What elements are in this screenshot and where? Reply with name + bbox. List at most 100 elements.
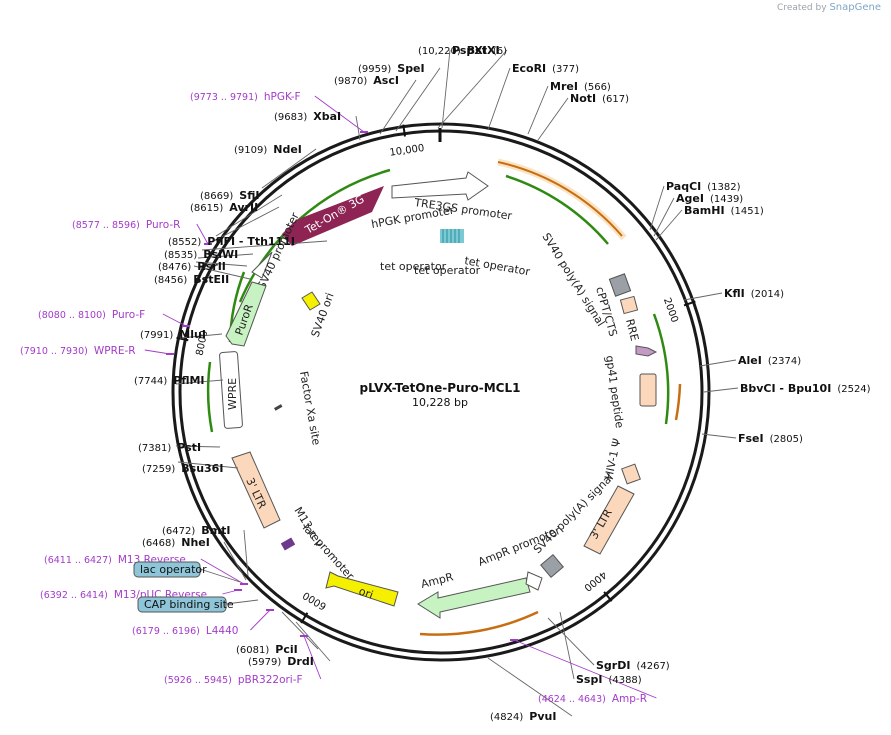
sv40-promoter-arrow[interactable] <box>251 251 273 279</box>
leader-line <box>215 194 283 237</box>
label-leader-lines <box>144 49 739 717</box>
factor-xa-site-label: Factor Xa site <box>297 370 323 446</box>
sv40-ori-box[interactable] <box>301 291 321 311</box>
primer-label[interactable]: (6179 .. 6196)L4440 <box>132 625 238 637</box>
tre3gs-promoter-arrow[interactable] <box>391 171 489 201</box>
ltr-left-box[interactable] <box>231 451 281 529</box>
restriction-site-label[interactable]: MreI(566) <box>550 80 611 93</box>
sv40-promoter-label: SV40 promoter <box>255 210 302 291</box>
restriction-site-label[interactable]: (7259)Bsu36I <box>142 462 223 475</box>
leader-line <box>487 657 573 717</box>
ltr-right-box[interactable] <box>583 485 635 555</box>
leader-line <box>211 206 280 243</box>
tick-mark <box>300 612 309 624</box>
leader-line <box>513 639 657 699</box>
orf-arrow-orange-right[interactable] <box>674 383 682 421</box>
restriction-site-label[interactable]: BamHI(1451) <box>684 204 764 217</box>
restriction-site-label[interactable]: (8476)RsrII <box>158 260 226 273</box>
tet-on-3g-arrow[interactable] <box>282 186 384 246</box>
restriction-site-label[interactable]: SgrDI(4267) <box>596 659 670 672</box>
factor-xa-site-box[interactable] <box>274 404 283 411</box>
feature-box-label: CAP binding site <box>144 598 234 611</box>
cppt-cts-box[interactable] <box>619 295 639 315</box>
tet-operator-label-1: tet operator <box>380 260 447 273</box>
rre-label: RRE <box>623 318 641 343</box>
restriction-site-label[interactable]: (7744)PflMI <box>134 374 205 387</box>
restriction-site-label[interactable]: (7381)PstI <box>138 441 201 454</box>
leader-line <box>653 197 675 237</box>
plasmid-size: 10,228 bp <box>412 396 468 409</box>
feature-box[interactable] <box>133 561 201 578</box>
restriction-site-label[interactable]: (8456)BstEII <box>154 273 229 286</box>
leader-line <box>175 379 224 385</box>
gp41-peptide-arrow[interactable] <box>635 345 658 357</box>
restriction-site-label[interactable]: (4824)PvuI <box>490 710 556 723</box>
gp41-peptide-label: gp41 peptide <box>603 355 626 430</box>
restriction-site-label[interactable]: (6472)BmtI <box>162 524 230 537</box>
feature-box[interactable] <box>137 596 227 613</box>
sv40-polya-bottom-box[interactable] <box>540 554 564 578</box>
restriction-site-label[interactable]: EcoRI(377) <box>512 62 579 75</box>
restriction-site-label[interactable]: (9109)NdeI <box>234 143 302 156</box>
restriction-site-label[interactable]: NotI(617) <box>570 92 629 105</box>
restriction-site-label[interactable]: BbvCI - Bpu10I(2524) <box>740 382 871 395</box>
leader-line <box>701 433 737 439</box>
primer-label[interactable]: (9773 .. 9791)hPGK-F <box>190 91 301 103</box>
ampr-label: AmpR <box>420 570 455 591</box>
leader-line <box>655 209 683 241</box>
restriction-site-label[interactable]: (8552)PflFI - Tth111I <box>168 235 295 248</box>
rre-box[interactable] <box>639 373 657 407</box>
restriction-site-label[interactable]: (8535)BsiWI <box>164 248 238 261</box>
ampr-promoter-arrow[interactable] <box>525 571 543 591</box>
orf-arrow-kfl[interactable] <box>652 313 670 425</box>
leader-line <box>437 49 508 129</box>
primer-label[interactable]: (7910 .. 7930)WPRE-R <box>20 345 136 357</box>
sv40-polya-top-box[interactable] <box>608 273 632 297</box>
restriction-site-label[interactable]: PaqCI(1382) <box>666 180 741 193</box>
hiv-psi-box[interactable] <box>621 463 641 485</box>
tet-operator-array[interactable] <box>440 229 464 243</box>
m13-rev-box[interactable] <box>280 537 296 551</box>
restriction-site-label[interactable]: SspI(4388) <box>576 673 642 686</box>
leader-line <box>261 148 317 189</box>
snapgene-credit: Created by SnapGene <box>777 2 881 13</box>
restriction-site-label[interactable]: KflI(2014) <box>724 287 784 300</box>
wpre-box[interactable] <box>219 351 243 429</box>
puror-arrow[interactable] <box>225 281 267 347</box>
primer-label[interactable]: (5926 .. 5945)pBR322ori-F <box>164 674 303 686</box>
orf-arrow-right[interactable] <box>505 174 609 245</box>
restriction-site-label[interactable]: (8669)SfiI <box>200 189 259 202</box>
leader-line <box>527 85 549 135</box>
leader-line <box>201 240 328 251</box>
restriction-site-label[interactable]: (9683)XbaI <box>274 110 341 123</box>
tick-mark <box>683 300 696 307</box>
restriction-site-label[interactable]: PspXI(6) <box>452 44 507 57</box>
restriction-site-label[interactable]: (7991)MluI <box>140 328 206 341</box>
tick-label: 10,000 <box>389 143 425 159</box>
ori-arrow[interactable] <box>325 571 399 607</box>
cds-arrow-right[interactable] <box>497 158 627 241</box>
restriction-site-label[interactable]: (6468)NheI <box>142 536 210 549</box>
leader-line <box>441 49 451 129</box>
restriction-site-label[interactable]: FseI(2805) <box>738 432 803 445</box>
primer-label[interactable]: (4624 .. 4643)Amp-R <box>538 693 647 705</box>
restriction-site-label[interactable]: (9959)SpeI <box>358 62 425 75</box>
restriction-site-label[interactable]: (9870)AscI <box>334 74 399 87</box>
restriction-site-label[interactable]: (8615)AvrII <box>190 201 258 214</box>
restriction-site-label[interactable]: AgeI(1439) <box>676 192 743 205</box>
restriction-site-label[interactable]: AleI(2374) <box>738 354 801 367</box>
primer-label[interactable]: (8577 .. 8596)Puro-R <box>72 219 180 231</box>
leader-line <box>281 611 319 650</box>
primer-label[interactable]: (8080 .. 8100)Puro-F <box>38 309 145 321</box>
tick-mark <box>603 591 613 602</box>
leader-line <box>195 261 248 267</box>
tick-label: 2000 <box>661 296 680 324</box>
orf-arrow-bottom[interactable] <box>419 610 539 636</box>
orf-arrow-left-wpre[interactable] <box>206 361 214 433</box>
restriction-site-label[interactable]: (5979)DrdI <box>248 655 314 668</box>
restriction-site-label[interactable]: (6081)PciI <box>236 643 298 656</box>
restriction-site-label[interactable]: (10,220)BstXI <box>418 44 500 57</box>
leader-line <box>699 359 737 367</box>
leader-line <box>179 333 223 339</box>
